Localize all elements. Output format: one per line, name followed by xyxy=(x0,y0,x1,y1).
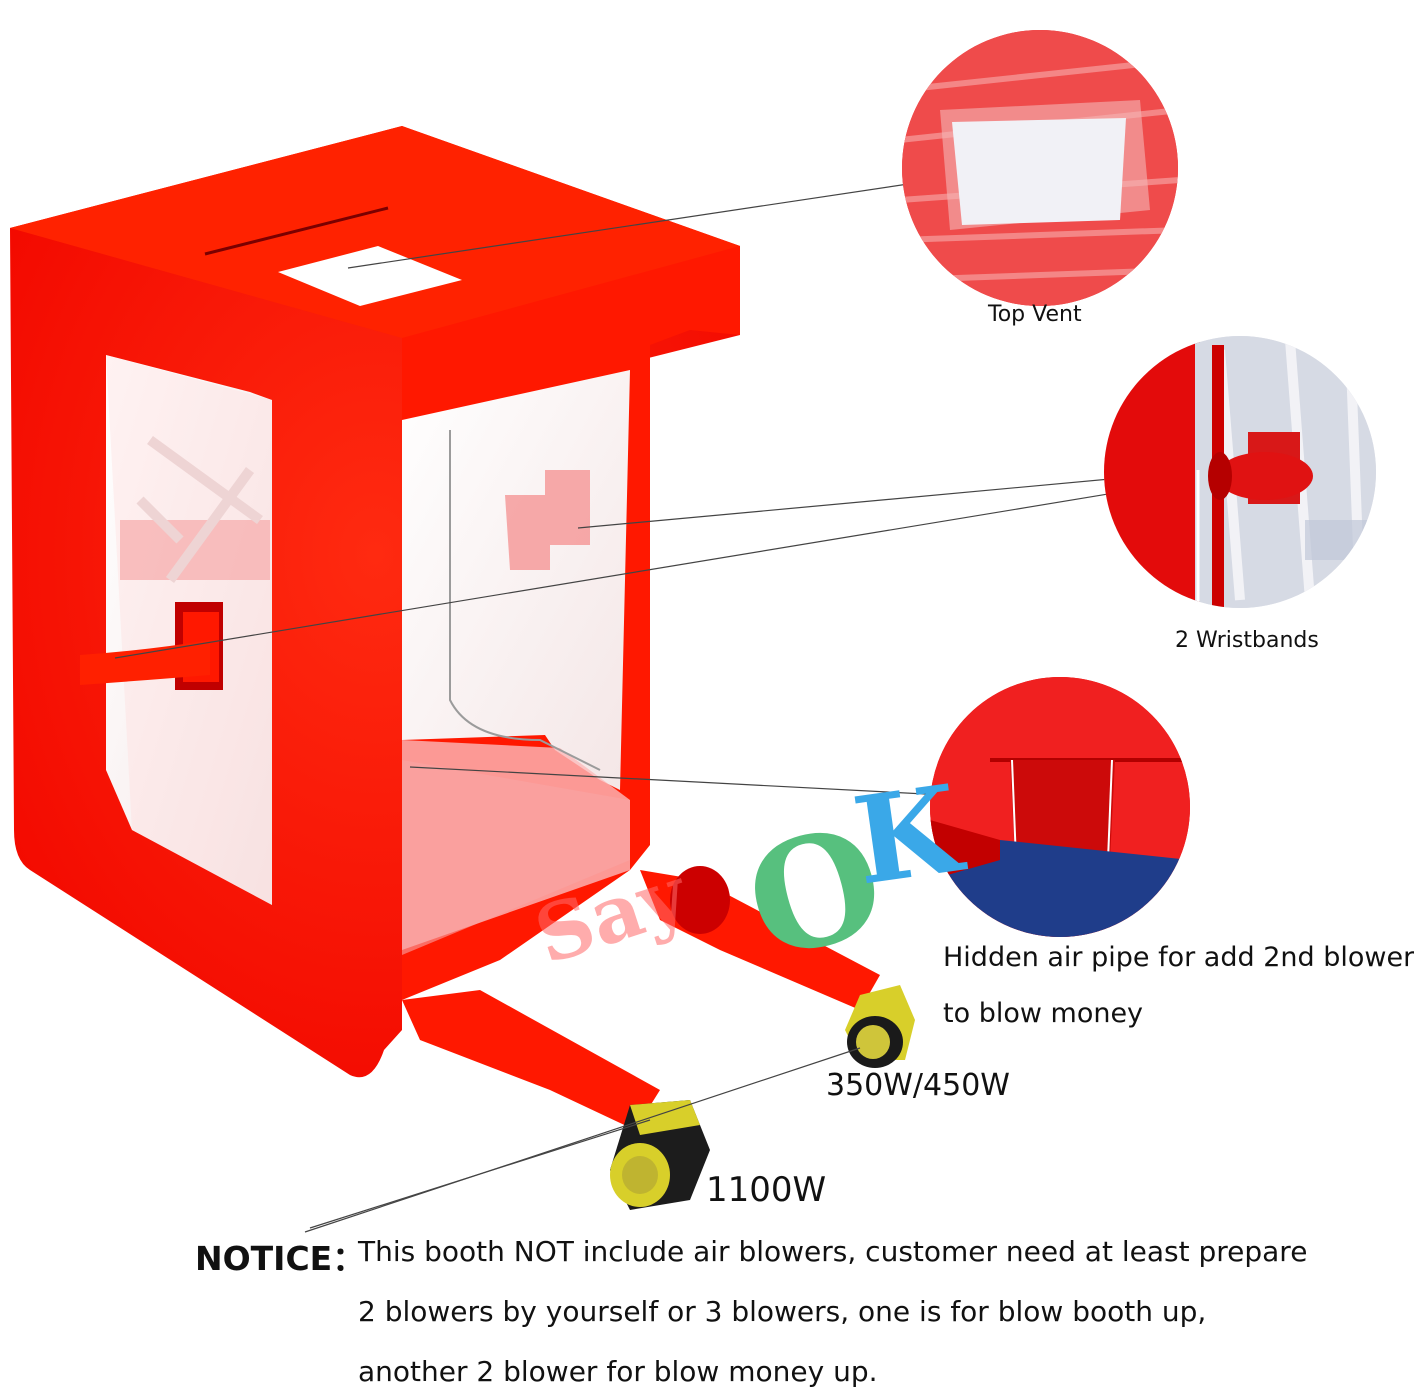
blower-small xyxy=(845,985,915,1068)
air-pipe-left xyxy=(402,990,660,1130)
hidden-pipe-caption-line1: Hidden air pipe for add 2nd blower xyxy=(943,942,1414,973)
notice-title: NOTICE： xyxy=(195,1239,366,1278)
vent-patch xyxy=(952,118,1126,225)
notice-line-1: This booth NOT include air blowers, cust… xyxy=(358,1235,1308,1268)
top-vent-caption: Top Vent xyxy=(988,302,1082,327)
watermark-logo: Say O K xyxy=(525,758,969,994)
detail-wristbands xyxy=(1104,336,1376,608)
window-front xyxy=(402,370,630,790)
wristbands-caption: 2 Wristbands xyxy=(1175,628,1319,653)
inflatable-booth xyxy=(10,126,880,1130)
booth-top xyxy=(10,126,740,338)
detail-hidden-pipe xyxy=(930,677,1190,937)
blower-large xyxy=(610,1100,710,1210)
hidden-pipe-caption-line2: to blow money xyxy=(943,998,1144,1029)
detail-top-vent xyxy=(902,30,1178,306)
watermark-k: K xyxy=(845,758,969,913)
top-vent xyxy=(278,246,462,306)
notice-line-3: another 2 blower for blow money up. xyxy=(358,1355,878,1388)
watermark-say: Say xyxy=(524,848,698,983)
blower-large-label: 1100W xyxy=(706,1170,827,1210)
blower-small-label: 350W/450W xyxy=(826,1068,1010,1103)
notice-line-2: 2 blowers by yourself or 3 blowers, one … xyxy=(358,1295,1207,1328)
